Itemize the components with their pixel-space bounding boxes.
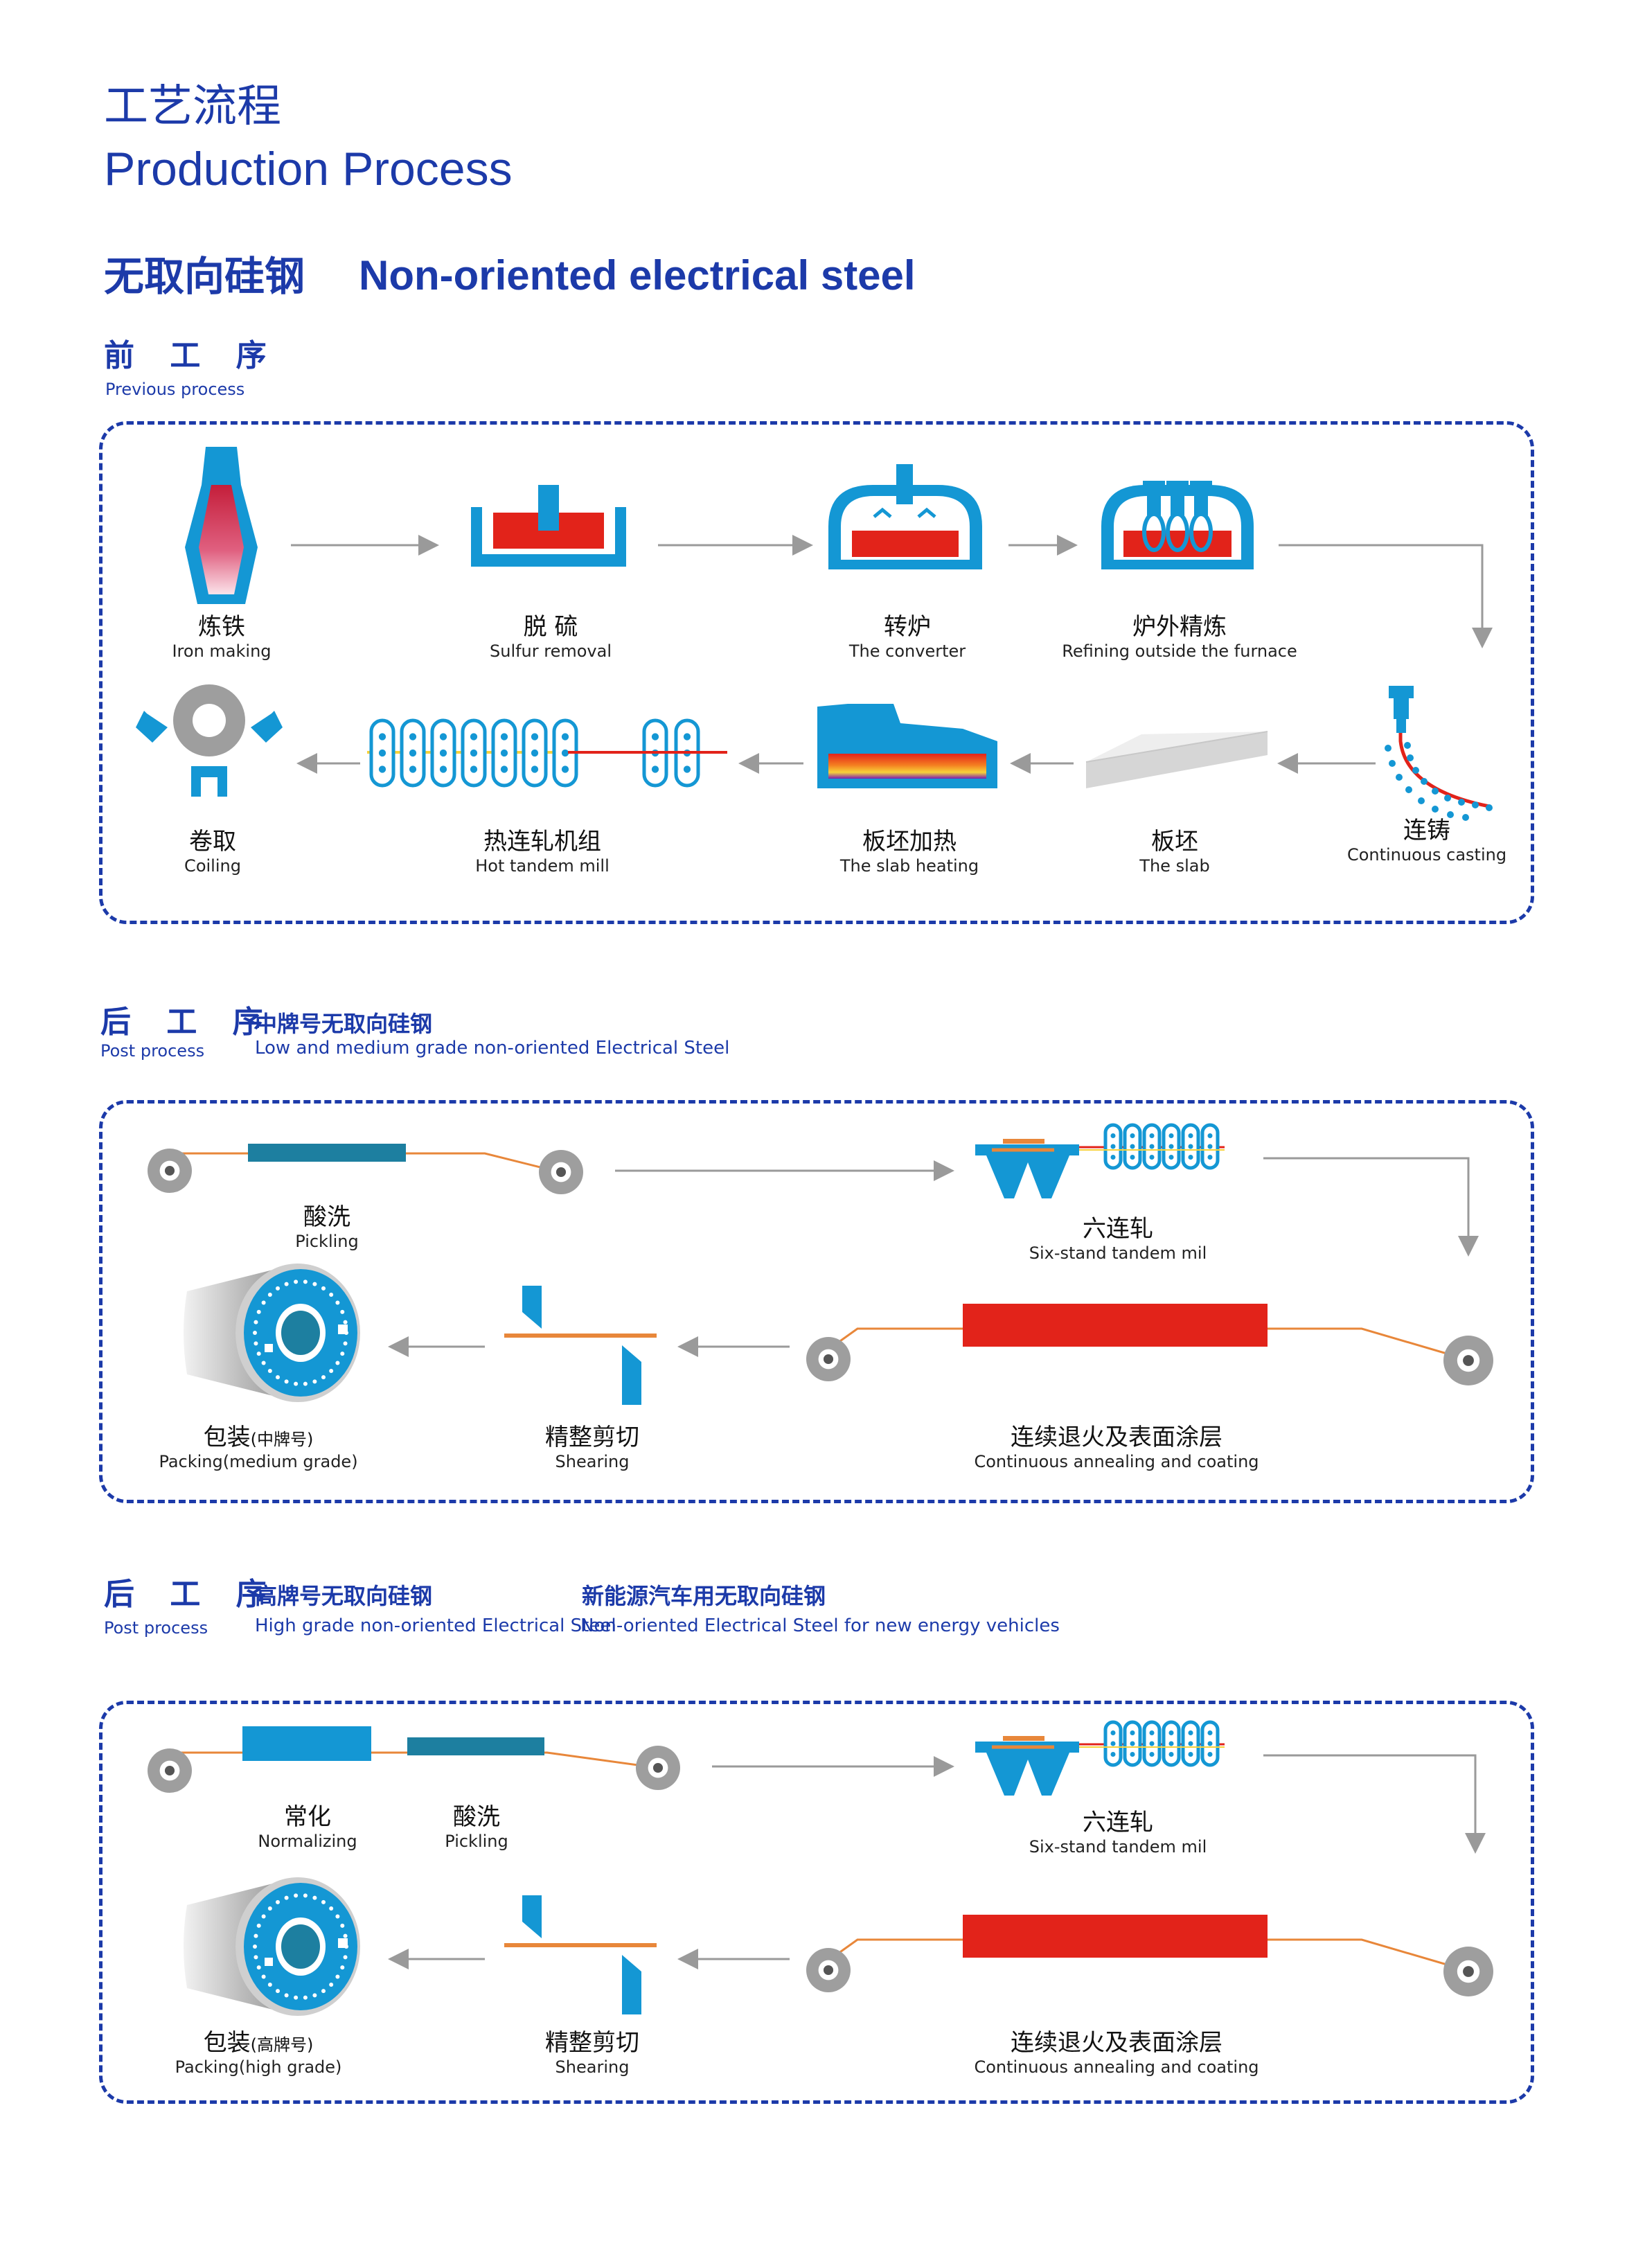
grade-subtitle-medium: Low and medium grade non-oriented Electr… (255, 1038, 730, 1058)
previous-process-title: 前 工 序 (104, 338, 279, 373)
page-title-cn: 工艺流程 (104, 81, 281, 132)
shear-blade-icon (622, 1345, 641, 1405)
page-title-en: Production Process (104, 143, 513, 195)
flow-arrow (1263, 1754, 1486, 1854)
pickling-tank (407, 1737, 544, 1755)
converter-icon (828, 464, 982, 569)
normalizing-furnace (242, 1726, 371, 1761)
six-stand-mill-icon (975, 1742, 1079, 1796)
post-process-panel-1 (99, 1100, 1534, 1503)
continuous-casting-icon (1385, 686, 1493, 821)
step-packing-2: 包装(高牌号)Packing(high grade) (175, 2029, 342, 2077)
previous-process-subtitle: Previous process (105, 380, 245, 399)
post-process-subtitle-1: Post process (100, 1041, 205, 1061)
pickling-tank (248, 1144, 406, 1162)
grade-subtitle-nev: Non-oriented Electrical Steel for new en… (580, 1615, 1060, 1636)
slab-icon (1085, 731, 1268, 788)
previous-process-panel (99, 421, 1534, 924)
post-process-panel-2 (99, 1701, 1534, 2104)
refining-furnace-icon (1101, 481, 1254, 569)
grade-title-medium: 中牌号无取向硅钢 (255, 1011, 433, 1037)
grade-title-nev: 新能源汽车用无取向硅钢 (582, 1583, 826, 1609)
slab-heating-furnace-icon (817, 704, 997, 788)
shear-blade-icon (622, 1955, 641, 2014)
grade-subtitle-high: High grade non-oriented Electrical Steel (255, 1615, 616, 1636)
six-stand-mill-icon (975, 1144, 1079, 1198)
coiler-icon (136, 684, 283, 797)
product-title-en: Non-oriented electrical steel (359, 252, 916, 299)
annealing-furnace (963, 1304, 1268, 1347)
grade-title-high: 高牌号无取向硅钢 (255, 1583, 433, 1609)
shear-blade-icon (522, 1895, 542, 1938)
product-title-cn: 无取向硅钢 (104, 253, 305, 300)
shear-blade-icon (522, 1286, 542, 1329)
sulfur-removal-ladle-icon (471, 485, 626, 567)
post-process-title-2: 后 工 序 (104, 1577, 279, 1612)
flow-arrow (1263, 1157, 1479, 1257)
post-process-1-graphics (148, 1123, 1493, 1405)
hot-tandem-mill-icon (367, 718, 727, 788)
annealing-furnace (963, 1915, 1268, 1958)
flow-arrows-row1 (291, 535, 1493, 648)
blast-furnace-icon (185, 447, 258, 604)
post-process-title-1: 后 工 序 (100, 1004, 276, 1040)
step-packing-1: 包装(中牌号)Packing(medium grade) (159, 1424, 358, 1472)
post-process-2-graphics (148, 1720, 1493, 2016)
post-process-subtitle-2: Post process (104, 1618, 208, 1638)
